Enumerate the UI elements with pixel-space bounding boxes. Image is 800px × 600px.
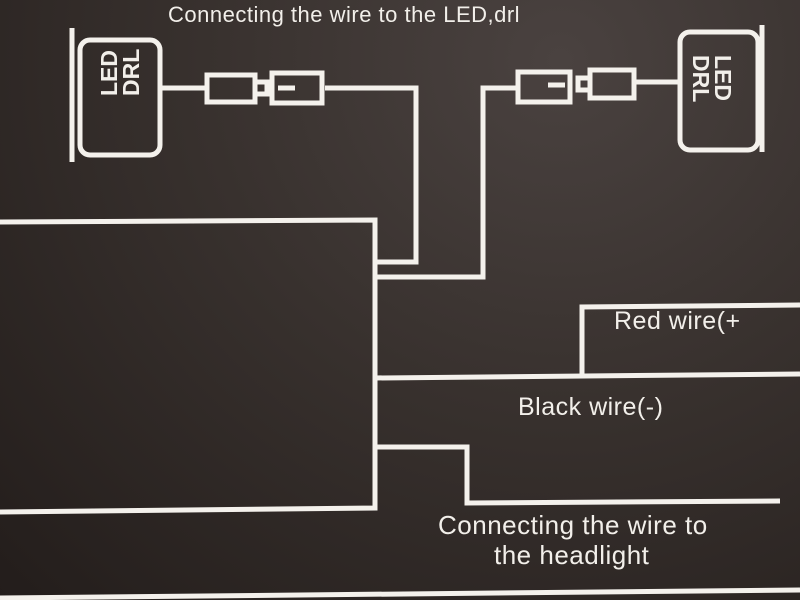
left-led-wire — [325, 85, 419, 265]
bottom-line — [0, 587, 800, 600]
control-box — [0, 217, 378, 515]
left-lamp-label: LED DRL — [96, 48, 144, 96]
right-led-drl-lamp — [515, 25, 765, 153]
right-lamp-led-text: LED — [710, 55, 736, 101]
black-wire-label: Black wire(-) — [518, 393, 664, 421]
left-led-drl-lamp — [69, 28, 325, 162]
red-wire-label: Red wire(+ — [614, 307, 741, 335]
right-lamp-label: LED DRL — [688, 55, 736, 103]
right-led-wire — [375, 85, 518, 280]
headlight-wire — [375, 444, 781, 506]
headlight-label-line2: the headlight — [494, 540, 650, 570]
left-lamp-led-text: LED — [96, 50, 122, 96]
headlight-label-line1: Connecting the wire to — [438, 510, 708, 540]
left-lamp-drl-text: DRL — [118, 48, 144, 96]
red-wire — [579, 302, 800, 374]
right-lamp-drl-text: DRL — [688, 55, 714, 103]
diagram-title: Connecting the wire to the LED,drl — [168, 2, 521, 27]
black-wire — [374, 371, 800, 381]
